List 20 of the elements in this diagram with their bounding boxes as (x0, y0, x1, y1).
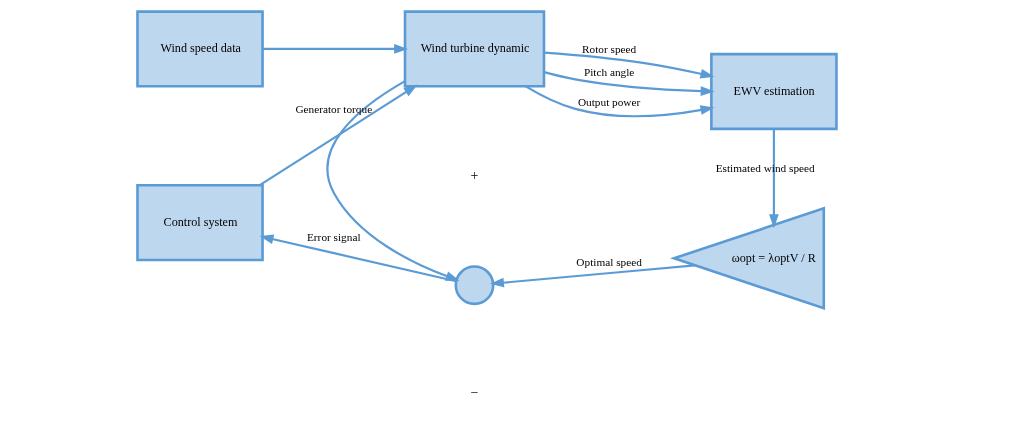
edge-label: Optimal speed (576, 256, 642, 269)
node-box: Control system (136, 184, 264, 262)
label: + (470, 167, 479, 183)
edge-label: Output power (577, 95, 641, 108)
edge-label: Pitch angle (583, 66, 635, 79)
edge-label: Error signal (306, 231, 361, 244)
arrow (262, 44, 409, 54)
node-circle (454, 265, 495, 306)
arrow (259, 84, 418, 187)
arrow (769, 128, 779, 229)
node-box: EWV estimation (710, 52, 838, 131)
edge-label: Rotor speed (582, 42, 637, 55)
node-box: Wind turbine dynamic (403, 10, 546, 88)
node-box: Wind speed data (136, 10, 264, 88)
arrow (490, 264, 696, 288)
arrow (259, 234, 457, 283)
arrow (525, 85, 715, 118)
arrow (544, 51, 715, 79)
arrow (543, 71, 715, 96)
label: − (470, 385, 479, 401)
